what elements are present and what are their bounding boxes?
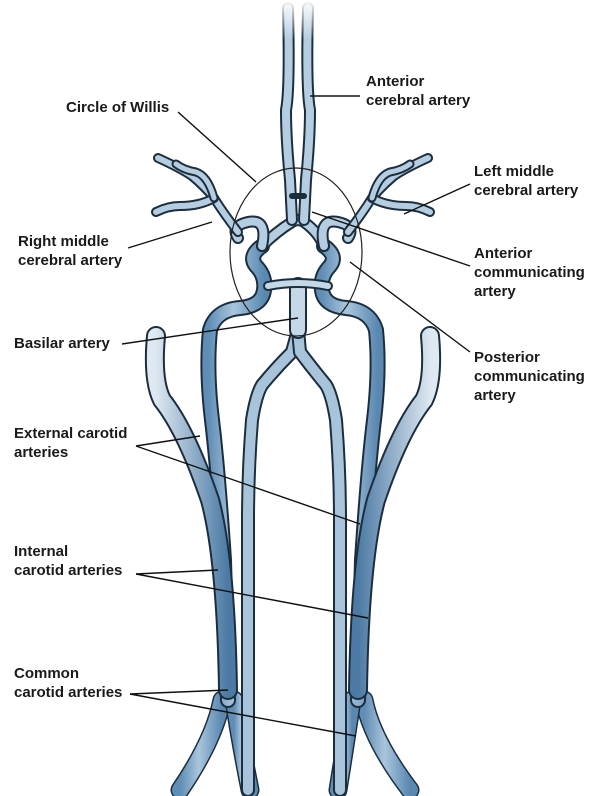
label-line: Common	[14, 664, 122, 683]
label-line: artery	[474, 282, 585, 301]
leader-left-middle-cerebral	[404, 184, 470, 214]
label-line: Basilar artery	[14, 334, 110, 353]
label-left-middle-cerebral-artery: Left middle cerebral artery	[474, 162, 578, 200]
leader-common-carotid-left	[130, 690, 228, 694]
label-line: Anterior	[474, 244, 585, 263]
label-line: carotid arteries	[14, 683, 122, 702]
label-internal-carotid-arteries: Internal carotid arteries	[14, 542, 122, 580]
top-fade	[270, 0, 326, 40]
label-posterior-communicating-artery: Posterior communicating artery	[474, 348, 585, 405]
label-common-carotid-arteries: Common carotid arteries	[14, 664, 122, 702]
label-line: cerebral artery	[366, 91, 470, 110]
label-line: Anterior	[366, 72, 470, 91]
leader-internal-carotid-left	[136, 570, 218, 574]
label-line: Posterior	[474, 348, 585, 367]
label-right-middle-cerebral-artery: Right middle cerebral artery	[18, 232, 122, 270]
label-anterior-communicating-artery: Anterior communicating artery	[474, 244, 585, 301]
label-line: Right middle	[18, 232, 122, 251]
label-line: carotid arteries	[14, 561, 122, 580]
right-middle-cerebral-artery	[156, 158, 238, 232]
label-line: arteries	[14, 443, 127, 462]
left-middle-cerebral-artery	[348, 158, 430, 232]
label-line: Circle of Willis	[66, 98, 169, 117]
common-carotid-right	[338, 700, 410, 790]
label-line: cerebral artery	[18, 251, 122, 270]
label-external-carotid-arteries: External carotid arteries	[14, 424, 127, 462]
label-line: artery	[474, 386, 585, 405]
label-line: External carotid	[14, 424, 127, 443]
label-line: communicating	[474, 367, 585, 386]
label-line: communicating	[474, 263, 585, 282]
label-basilar-artery: Basilar artery	[14, 334, 110, 353]
label-circle-of-willis: Circle of Willis	[66, 98, 169, 117]
label-anterior-cerebral-artery: Anterior cerebral artery	[366, 72, 470, 110]
leader-right-middle-cerebral	[128, 222, 212, 248]
label-line: cerebral artery	[474, 181, 578, 200]
common-carotid-left	[180, 700, 250, 790]
vertebral-artery-right	[298, 330, 340, 790]
label-line: Internal	[14, 542, 122, 561]
label-line: Left middle	[474, 162, 578, 181]
